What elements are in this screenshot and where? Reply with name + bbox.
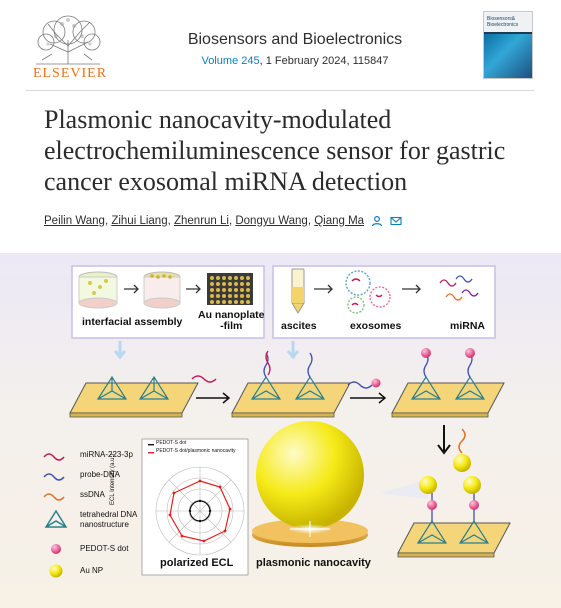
- polar-axis-label: ECL Intensity (a.u.): [110, 453, 116, 505]
- cover-image: [484, 34, 532, 78]
- mirna-extraction-panel: [272, 265, 496, 339]
- journal-issue-line: Volume 245, 1 February 2024, 115847: [120, 55, 470, 67]
- graphical-abstract-illustration: [43, 265, 511, 578]
- elsevier-tree-logo[interactable]: [26, 10, 110, 82]
- electrode-3: [391, 348, 505, 418]
- author-link[interactable]: Dongyu Wang: [235, 215, 308, 228]
- mirna-strands: [439, 275, 479, 301]
- author-list: Peilin Wang, Zihui Liang, Zhenrun Li, Do…: [44, 215, 403, 228]
- au-nanoplate-label: Au nanoplate-film: [198, 309, 265, 332]
- polar-legend-marks: [148, 444, 154, 454]
- mirna-label: miRNA: [450, 320, 486, 332]
- exosomes-graphic: [345, 270, 391, 314]
- volume-link[interactable]: Volume 245: [201, 55, 260, 67]
- header-divider: [26, 90, 534, 91]
- author-link[interactable]: Qiang Ma: [314, 215, 365, 228]
- interfacial-assembly-label: interfacial assembly: [82, 316, 183, 328]
- cover-title-band: [484, 12, 532, 32]
- beaker-1: [78, 271, 118, 309]
- electrode-4: [397, 476, 511, 558]
- envelope-icon[interactable]: [390, 215, 403, 227]
- legend-tetrahedral-label: tetrahedral DNA: [80, 510, 138, 519]
- legend-au-np-label: Au NP: [80, 566, 104, 575]
- ascites-tube: [291, 268, 305, 314]
- issue-detail: , 1 February 2024, 115847: [259, 55, 389, 67]
- journal-cover-thumbnail[interactable]: Biosensors&Bioelectronics: [483, 11, 533, 79]
- au-np: [453, 454, 471, 472]
- electrode-2: [231, 350, 351, 418]
- legend-nanostructure-label: nanostructure: [80, 520, 129, 529]
- polar-legend-1: PEDOT-S dot: [156, 440, 187, 446]
- polar-plot-panel: [141, 438, 249, 576]
- polarized-ecl-caption: polarized ECL: [160, 557, 234, 569]
- exosomes-label: exosomes: [350, 320, 402, 332]
- au-nanoplate-film: [207, 273, 253, 305]
- author-link[interactable]: Peilin Wang: [44, 215, 105, 228]
- plasmonic-nanocavity-illustration: [252, 421, 368, 547]
- article-title: Plasmonic nanocavity-modulated electroch…: [44, 105, 506, 196]
- publisher-name: ELSEVIER: [32, 66, 108, 81]
- electrode-1: [69, 375, 199, 418]
- author-separator: ,: [307, 215, 315, 228]
- plasmonic-nanocavity-caption: plasmonic nanocavity: [256, 557, 371, 569]
- ascites-label: ascites: [281, 320, 317, 332]
- author-separator: ,: [104, 215, 112, 228]
- journal-title-link[interactable]: Biosensors and Bioelectronics: [187, 31, 403, 48]
- legend-probe-dna-label: probe-DNA: [80, 470, 121, 479]
- cover-title: Biosensors&Bioelectronics: [487, 16, 519, 28]
- author-link[interactable]: Zihui Liang: [111, 215, 168, 228]
- legend-icons: [43, 453, 68, 528]
- legend-pedot-label: PEDOT-S dot: [80, 544, 129, 553]
- polar-plot: [155, 466, 245, 556]
- polar-legend-2: PEDOT-S dot/plasmonic nanocavity: [156, 448, 236, 454]
- legend-mirna-label: miRNA-223-3p: [80, 450, 133, 459]
- legend-ssdna-label: ssDNA: [80, 490, 105, 499]
- person-icon[interactable]: [371, 215, 383, 227]
- journal-header: ELSEVIER Biosensors and Bioelectronics V…: [0, 0, 561, 92]
- author-separator: ,: [228, 215, 236, 228]
- beaker-2: [143, 271, 181, 309]
- graphical-abstract: interfacial assembly Au nanoplate-film a…: [0, 253, 561, 608]
- author-link[interactable]: Zhenrun Li: [173, 215, 229, 228]
- author-separator: ,: [167, 215, 174, 228]
